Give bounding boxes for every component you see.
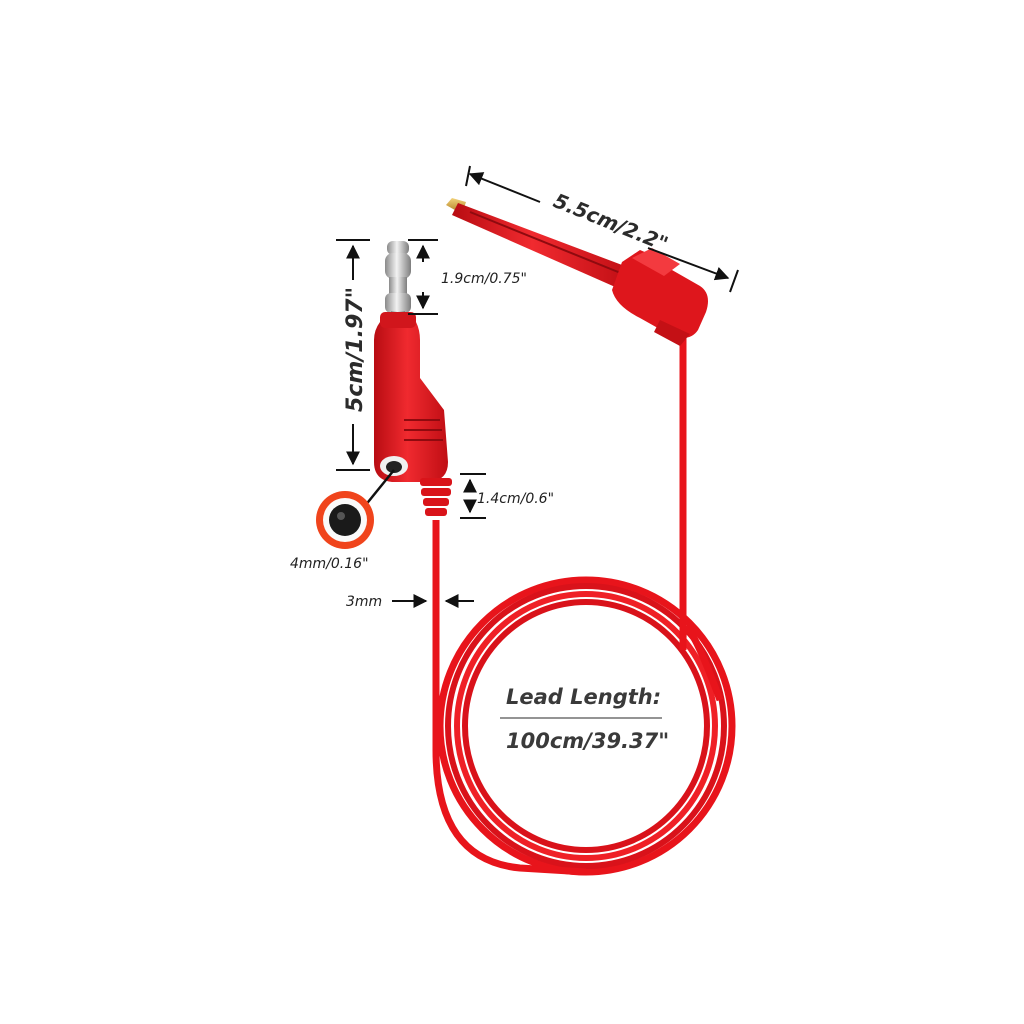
strain-relief-label: 1.4cm/0.6" bbox=[477, 491, 554, 507]
banana-plug-icon bbox=[359, 241, 452, 516]
socket-diameter-label: 4mm/0.16" bbox=[290, 556, 369, 572]
tip-length-dimension: 1.9cm/0.75" bbox=[408, 239, 527, 315]
strain-relief-dimension: 1.4cm/0.6" bbox=[460, 473, 554, 519]
lead-length-callout: Lead Length: 100cm/39.37" bbox=[500, 685, 669, 753]
plug-length-label: 5cm/1.97" bbox=[343, 287, 368, 412]
lead-label-backdrop bbox=[494, 674, 674, 770]
lead-length-title: Lead Length: bbox=[506, 685, 661, 709]
cable-left bbox=[432, 520, 587, 876]
lead-length-value: 100cm/39.37" bbox=[506, 729, 669, 753]
test-hook-clip-icon bbox=[446, 198, 708, 346]
wire-diameter-dimension: 3mm bbox=[346, 594, 474, 610]
tip-length-label: 1.9cm/0.75" bbox=[441, 271, 527, 287]
plug-length-dimension: 5cm/1.97" bbox=[336, 239, 370, 471]
wire-diameter-label: 3mm bbox=[346, 594, 382, 610]
socket-end-icon bbox=[316, 491, 374, 549]
